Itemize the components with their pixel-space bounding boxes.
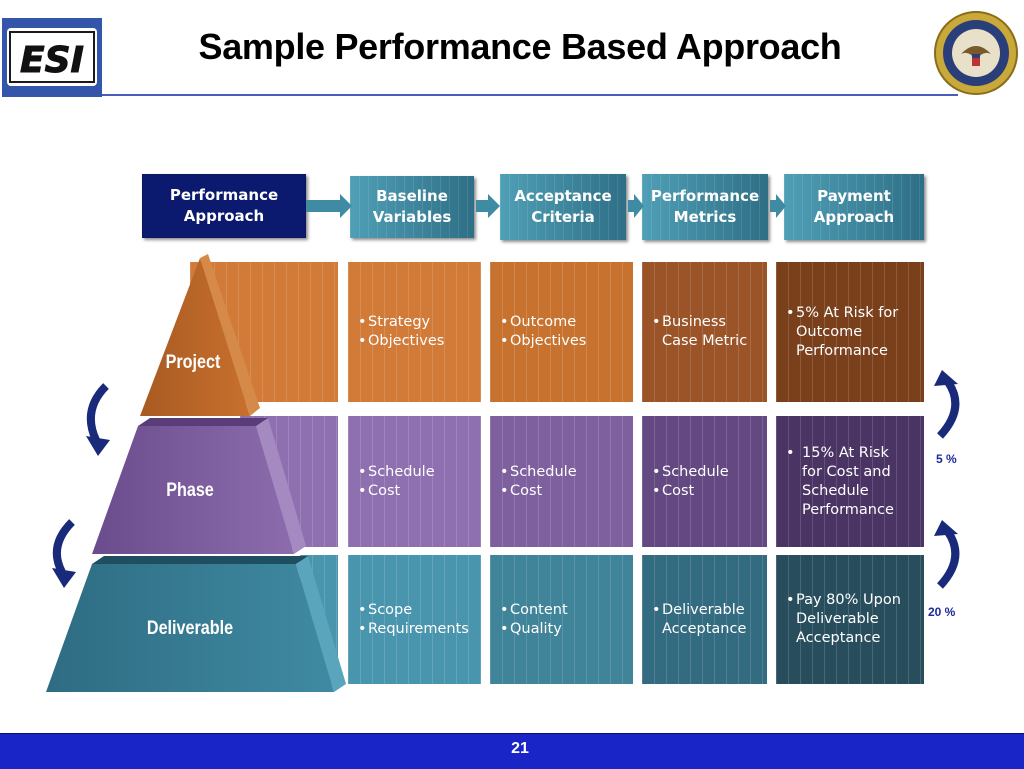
- curved-arrow-down-icon: [86, 383, 110, 456]
- curved-arrow-up-icon: [934, 370, 960, 439]
- esi-logo: ESI: [2, 18, 102, 97]
- dod-seal-logo: [933, 10, 1019, 96]
- list-item: Cost: [652, 482, 729, 501]
- percent-label-5: 5 %: [936, 452, 957, 466]
- percent-label-20: 20 %: [928, 605, 956, 619]
- cell-deliverable-baseline: ScopeRequirements: [348, 555, 481, 684]
- list-item: Objectives: [500, 332, 586, 351]
- list-item: Business Case Metric: [652, 313, 747, 351]
- list-item: 15% At Risk for Cost and Schedule Perfor…: [786, 444, 894, 520]
- header-label: Performance Approach: [169, 186, 279, 225]
- curved-arrow-up-icon: [934, 520, 960, 589]
- list-item: Schedule: [652, 463, 729, 482]
- list-item: Scope: [358, 601, 469, 620]
- cell-project-metrics: Business Case Metric: [642, 262, 767, 402]
- list-item: Content: [500, 601, 568, 620]
- cell-phase-baseline: ScheduleCost: [348, 416, 481, 547]
- list-item: Requirements: [358, 620, 469, 639]
- header-label: Payment Approach: [813, 187, 895, 226]
- cell-phase-acceptance: ScheduleCost: [490, 416, 633, 547]
- list-item: Cost: [358, 482, 435, 501]
- header-performance-metrics: Performance Metrics: [642, 174, 768, 240]
- tier-label-deliverable: Deliverable: [146, 618, 234, 639]
- list-item: 5% At Risk for Outcome Performance: [786, 304, 898, 361]
- cell-deliverable-metrics: Deliverable Acceptance: [642, 555, 767, 684]
- header-arrows: [306, 194, 786, 218]
- header-label: Performance Metrics: [650, 187, 760, 226]
- list-item: Quality: [500, 620, 568, 639]
- cell-deliverable-payment: Pay 80% Upon Deliverable Acceptance: [776, 555, 924, 684]
- header-payment-approach: Payment Approach: [784, 174, 924, 240]
- header-acceptance-criteria: Acceptance Criteria: [500, 174, 626, 240]
- svg-text:ESI: ESI: [20, 40, 84, 81]
- pyramid-tier-project: [140, 254, 260, 416]
- tier-label-phase: Phase: [166, 480, 214, 501]
- list-item: Objectives: [358, 332, 444, 351]
- page-title: Sample Performance Based Approach: [198, 26, 842, 67]
- right-arrow-icon: [306, 194, 352, 218]
- cell-phase-payment: 15% At Risk for Cost and Schedule Perfor…: [776, 416, 924, 547]
- cell-deliverable-acceptance: ContentQuality: [490, 555, 633, 684]
- page-number: 21: [511, 740, 529, 757]
- list-item: Strategy: [358, 313, 444, 332]
- list-item: Outcome: [500, 313, 586, 332]
- list-item: Schedule: [358, 463, 435, 482]
- list-item: Cost: [500, 482, 577, 501]
- pyramid: [46, 254, 346, 692]
- cell-project-acceptance: OutcomeObjectives: [490, 262, 633, 402]
- header-label: Baseline Variables: [372, 187, 452, 226]
- right-arrow-icon: [476, 194, 500, 218]
- title-underline: [102, 94, 958, 96]
- cell-phase-metrics: ScheduleCost: [642, 416, 767, 547]
- cell-project-baseline: StrategyObjectives: [348, 262, 481, 402]
- pyramid-tier-phase: [92, 418, 306, 554]
- right-arrow-icon: [628, 194, 644, 218]
- list-item: Schedule: [500, 463, 577, 482]
- header-label: Acceptance Criteria: [514, 187, 612, 226]
- list-item: Pay 80% Upon Deliverable Acceptance: [786, 591, 901, 648]
- header-baseline-variables: Baseline Variables: [350, 176, 474, 238]
- right-arrow-icon: [770, 194, 786, 218]
- footer-bar: [0, 733, 1024, 769]
- tier-label-project: Project: [165, 352, 221, 373]
- header-performance-approach: Performance Approach: [142, 174, 306, 238]
- cell-project-payment: 5% At Risk for Outcome Performance: [776, 262, 924, 402]
- list-item: Deliverable Acceptance: [652, 601, 746, 639]
- curved-arrow-down-icon: [52, 519, 76, 588]
- pyramid-tier-deliverable: [46, 556, 346, 692]
